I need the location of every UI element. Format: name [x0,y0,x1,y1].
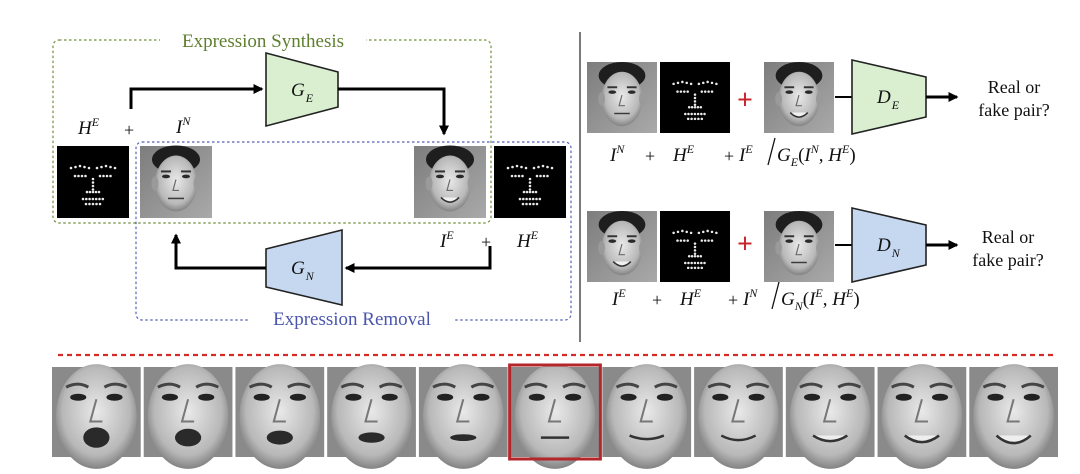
removal-border [135,141,572,321]
dn-caption-t2: HE [679,286,702,310]
label-h-e-synthesis: HE [77,115,100,139]
de-caption: IN [609,142,625,166]
strip-face [694,364,783,469]
dn-heatmap [660,211,730,282]
de-caption-plus2: + [724,146,734,166]
generator-gn-shape [265,228,343,307]
de-expression-face [764,61,834,133]
label-i-e-removal: IE [439,228,454,252]
dn-caption-plus2: + [728,290,738,310]
discriminator-dn-label: DN [876,235,901,260]
strip-face [327,364,416,469]
de-caption-g: GE(IN, HE) [777,142,856,169]
synthesis-title: Expression Synthesis [182,31,344,52]
de-caption-plus1: + [645,146,655,166]
removal-arrow-out [171,233,266,270]
dn-question-line1: Real or [982,227,1034,247]
neutral-face-image-input [140,145,212,218]
label-i-n-synthesis: IN [175,114,191,138]
dn-neutral-face [764,210,834,282]
strip-face [969,364,1058,469]
strip-face [235,364,325,469]
strip-highlight-frame [508,363,602,461]
dn-caption-slash [771,281,780,310]
label-h-e-removal: HE [516,228,539,252]
generator-gn-label: GN [291,258,315,283]
generator-ge-label: GE [291,80,314,105]
synthesis-arrow-out [338,87,449,136]
expression-intensity-strip [52,363,1058,469]
strip-face [877,364,967,469]
removal-title: Expression Removal [273,309,431,330]
generator-gn-block: GN [265,228,343,307]
dn-caption-t3: IN [742,286,758,310]
discriminator-dn-shape [851,206,927,284]
de-heatmap [660,62,730,133]
removal-arrow-in [344,246,492,273]
strip-face [602,364,692,469]
de-red-plus: + [737,85,753,116]
plus-removal: + [481,232,491,252]
de-neutral-face [587,61,657,133]
de-caption-t3: IE [738,142,753,166]
de-caption-t2: HE [672,142,695,166]
synthesis-border [52,39,492,224]
dn-caption-plus1: + [652,290,662,310]
dn-caption: IE [611,286,626,310]
de-question-line1: Real or [988,77,1040,97]
strip-face [418,364,508,469]
strip-face [785,364,875,469]
heatmap-image-removal-input [494,146,566,218]
discriminator-dn-row: + DN Real or fake pair? IE + HE + IN GN(… [587,206,1044,313]
de-caption-slash [767,137,776,166]
synthesis-title-mask [160,30,366,50]
removal-title-mask [250,309,454,329]
plus-synthesis: + [124,120,134,140]
heatmap-image-input [57,146,129,218]
discriminator-de-shape [851,58,927,136]
strip-face [508,363,602,469]
discriminator-de-label: DE [876,87,900,112]
generator-ge-shape [265,51,339,128]
generator-ge-block: GE [265,51,339,128]
dn-red-plus: + [737,229,753,260]
strip-face [52,364,141,469]
expression-face-image-output [414,145,486,218]
de-question-line2: fake pair? [978,100,1049,120]
dn-expression-face [587,210,657,282]
dn-caption-g: GN(IE, HE) [781,286,860,313]
removal-panel: Expression Removal [135,141,572,330]
synthesis-panel: Expression Synthesis [52,30,492,224]
strip-face [143,364,233,469]
synthesis-arrow-in [129,84,264,109]
dn-question-line2: fake pair? [972,250,1043,270]
discriminator-de-row: + DE Real or fake pair? IN + HE + IE GE(… [587,58,1050,169]
